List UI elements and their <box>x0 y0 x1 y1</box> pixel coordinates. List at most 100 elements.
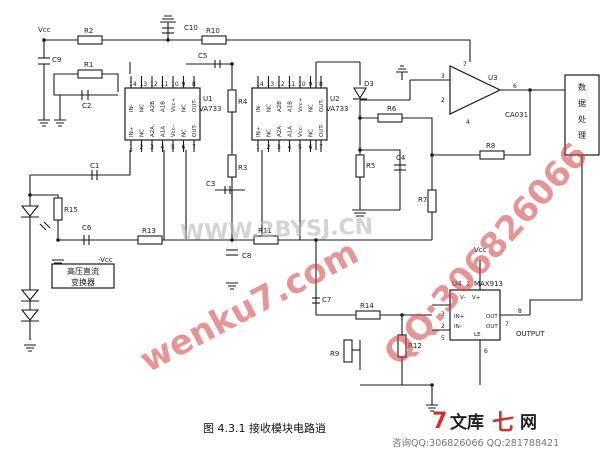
u2-bottom-pin-name: Vcc- <box>298 125 304 137</box>
u1-part-label: VA733 <box>199 105 222 113</box>
u2-bottom-pin-name: A1A <box>288 126 294 137</box>
data-processing-label: 数据处理 <box>578 82 586 140</box>
u1-bottom-pin-name: A2A <box>150 126 156 137</box>
u2-top-pin-name: A2B <box>277 101 283 112</box>
r7-label: R7 <box>418 196 427 204</box>
u2-label: U2 <box>330 95 340 103</box>
u2-top-pin-number: 8 <box>319 81 323 88</box>
r10-label: R10 <box>206 27 220 35</box>
neg-vcc-label: -Vcc <box>98 256 113 264</box>
u4-pin-inminus: IN- <box>454 324 462 330</box>
u1-bottom-pin-name: Vcc- <box>171 125 177 137</box>
r8-label: R8 <box>486 142 495 150</box>
u2-bottom-pin-name: IN+ <box>256 126 262 137</box>
c1-label: C1 <box>90 162 99 170</box>
photodiode <box>20 205 51 231</box>
u2-part-label: VA733 <box>326 105 349 113</box>
u2-bottom-pin-name: NC <box>309 129 315 137</box>
u1-top-pin-name: OUT- <box>192 99 198 112</box>
u3-pin4: 4 <box>466 119 470 126</box>
resistor-r2: R2 <box>77 27 103 45</box>
resistor-r10: R10 <box>201 27 227 45</box>
u2-top-pin-name: IN- <box>256 104 262 112</box>
u2-top-pin-number: 9 <box>309 81 313 88</box>
ic-pin-labels: 14IN-1IN+13NC2NC12A2B3A2A11A1B4A1A10Vcc+… <box>129 76 325 152</box>
u1-top-pin-name: A1B <box>161 101 167 112</box>
u1-top-pin-number: 13 <box>140 81 148 88</box>
u3-pin7: 7 <box>463 61 467 68</box>
u2-bottom-pin-name: NC <box>267 129 273 137</box>
u1-label: U1 <box>203 95 213 103</box>
u2-bottom-pin-number: 7 <box>319 144 323 151</box>
vcc-supply-left: Vcc <box>38 26 51 34</box>
vcc-supply-right: Vcc <box>474 246 487 254</box>
resistor-r8: R8 <box>479 142 505 160</box>
u2-top-pin-name: A1B <box>288 101 294 112</box>
u3-pin6: 6 <box>513 83 517 90</box>
resistor-r6: R6 <box>377 105 403 123</box>
u3-pin3: 3 <box>441 73 445 80</box>
c2-label: C2 <box>82 102 91 110</box>
u1-top-pin-number: 14 <box>129 81 137 88</box>
vcc-left-label: Vcc <box>38 26 51 34</box>
u1-bottom-pin-number: 2 <box>140 144 144 151</box>
u1-bottom-pin-name: NC <box>140 129 146 137</box>
u1-bottom-pin-number: 1 <box>129 144 133 151</box>
hv-converter-label-line1: 高压直流 <box>67 266 99 276</box>
u3-label: U3 <box>488 74 498 82</box>
junction-dots <box>28 38 532 387</box>
c5-label: C5 <box>198 52 207 60</box>
r5-label: R5 <box>366 162 375 170</box>
capacitor-c8: C8 <box>226 249 251 260</box>
u2-top-pin-number: 14 <box>256 81 264 88</box>
logo-seven-mark: 7 <box>432 409 447 434</box>
u1-top-pin-name: IN- <box>129 104 135 112</box>
resistor-r7: R7 <box>418 189 437 213</box>
u2-top-pin-number: 10 <box>298 81 306 88</box>
comparator-u4: U4 MAX913 V- V+ IN+ IN- OUT OUT LE 3 2 5… <box>441 280 545 355</box>
u2-bottom-pin-number: 4 <box>288 144 292 151</box>
u2-bottom-pin-number: 1 <box>256 144 260 151</box>
output-label: OUTPUT <box>516 330 545 338</box>
u2-bottom-pin-number: 2 <box>267 144 271 151</box>
r12-label: R12 <box>408 342 422 350</box>
c9-label: C9 <box>52 56 61 64</box>
u4-pin-out1: OUT <box>486 314 498 320</box>
data-processing-block: 数据处理 <box>564 74 600 156</box>
ic-u2: U2 VA733 <box>251 87 349 141</box>
u2-top-pin-number: 12 <box>277 81 285 88</box>
hv-converter-label-line2: 变换器 <box>71 277 95 287</box>
u4-pin-out2: OUT <box>486 324 498 330</box>
u1-bottom-pin-name: NC <box>182 129 188 137</box>
diode-d3: D3 <box>353 80 374 100</box>
vcc-right-label: Vcc <box>474 246 487 254</box>
u1-top-pin-name: NC <box>182 104 188 112</box>
capacitor-c4: C4 <box>394 154 406 171</box>
watermarks: WWW.2BYSJ.CN wenku7.com QQ:306826066 <box>134 135 597 381</box>
c10-label: C10 <box>184 24 198 32</box>
zener-diodes <box>20 289 40 322</box>
u1-top-pin-name: NC <box>140 104 146 112</box>
u1-top-pin-number: 10 <box>171 81 179 88</box>
c3-label: C3 <box>206 180 215 188</box>
resistor-r4: R4 <box>227 89 248 113</box>
u4-pin-inplus: IN+ <box>454 314 465 320</box>
u4-num-3: 3 <box>441 311 445 318</box>
resistor-r1: R1 <box>77 61 103 79</box>
r3-label: R3 <box>238 164 247 172</box>
u2-bottom-pin-name: OUT- <box>319 124 325 137</box>
u2-top-pin-name: NC <box>309 104 315 112</box>
logo-seven-char: 七 <box>492 411 514 436</box>
u1-top-pin-number: 8 <box>192 81 196 88</box>
c7-label: C7 <box>322 296 331 304</box>
u1-bottom-pin-number: 5 <box>171 144 175 151</box>
u1-bottom-pin-name: OUT- <box>192 124 198 137</box>
r13-label: R13 <box>142 227 156 235</box>
u4-pin-vplus: V+ <box>472 295 481 301</box>
resistor-r15: R15 <box>53 197 78 221</box>
footer-contact: 咨询QQ:306826066 QQ:281788421 <box>392 437 559 449</box>
u2-top-pin-number: 11 <box>288 81 296 88</box>
u4-part-label: MAX913 <box>474 280 503 288</box>
ic-u1: U1 VA733 <box>124 87 222 141</box>
